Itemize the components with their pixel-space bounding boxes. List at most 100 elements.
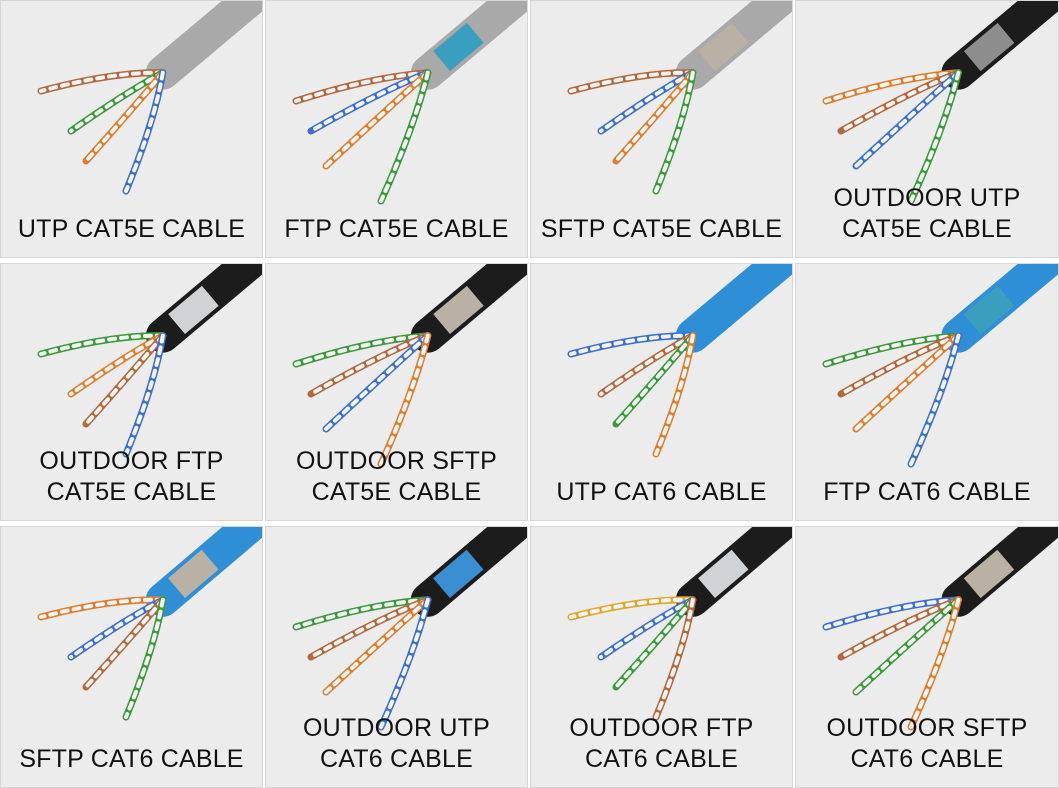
wire-pair-stripe xyxy=(324,597,430,694)
cable-photo xyxy=(292,527,527,731)
cable-label: OUTDOOR UTP CAT6 CABLE xyxy=(266,713,527,775)
cable-shield xyxy=(963,285,1015,335)
cable-tile-outdoor-sftp-cat6: OUTDOOR SFTP CAT6 CABLE xyxy=(795,526,1059,788)
wire-pair-stripe xyxy=(294,333,430,366)
cable-jacket xyxy=(675,264,792,353)
wire-pair-stripe xyxy=(654,333,695,456)
cable-shield xyxy=(698,549,749,599)
wire-pair-stripe xyxy=(309,597,430,659)
cable-photo xyxy=(37,1,262,195)
cable-label-line: UTP CAT6 CABLE xyxy=(556,478,767,506)
cable-photo xyxy=(822,527,1058,731)
cable-jacket xyxy=(145,1,262,90)
cable-tile-outdoor-utp-cat6: OUTDOOR UTP CAT6 CABLE xyxy=(265,526,528,788)
wire-pair-stripe xyxy=(69,597,165,659)
cable-shield xyxy=(698,22,749,72)
cable-photo xyxy=(37,264,262,458)
cable-label-line: OUTDOOR SFTP xyxy=(295,447,497,475)
cable-label-line: CAT6 CABLE xyxy=(585,745,738,773)
cable-label: OUTDOOR FTP CAT6 CABLE xyxy=(531,713,792,775)
wire-pair-stripe xyxy=(909,597,961,729)
cable-shield xyxy=(433,22,484,72)
cable-photo xyxy=(567,1,792,195)
cable-label: SFTP CAT5E CABLE xyxy=(531,214,792,245)
cable-tile-ftp-cat5e: FTP CAT5E CABLE xyxy=(265,0,528,258)
wire-pair-stripe xyxy=(379,333,430,466)
cable-label-line: CAT6 CABLE xyxy=(850,745,1004,773)
cable-label-line: OUTDOOR UTP xyxy=(303,714,490,742)
cable-label-line: CAT6 CABLE xyxy=(320,745,473,773)
wire-pair-stripe xyxy=(69,70,165,133)
cable-shield xyxy=(963,549,1015,599)
wire-pair-stripe xyxy=(614,70,695,163)
wire-pair-stripe xyxy=(569,333,695,356)
cable-tile-outdoor-ftp-cat5e: OUTDOOR FTP CAT5E CABLE xyxy=(0,263,263,521)
cable-tile-outdoor-sftp-cat5e: OUTDOOR SFTP CAT5E CABLE xyxy=(265,263,528,521)
cable-tile-outdoor-utp-cat5e: OUTDOOR UTP CAT5E CABLE xyxy=(795,0,1059,258)
cable-label-line: SFTP CAT5E CABLE xyxy=(540,215,783,243)
wire-pair-stripe xyxy=(839,70,961,133)
cable-label: OUTDOOR SFTP CAT6 CABLE xyxy=(796,713,1058,775)
wire-pair-stripe xyxy=(124,333,165,456)
cable-photo xyxy=(822,264,1058,468)
wire-pair-stripe xyxy=(824,70,961,103)
wire-pair-stripe xyxy=(294,70,430,103)
cable-label-line: FTP CAT5E CABLE xyxy=(284,215,509,243)
wire-pair-stripe xyxy=(654,70,695,193)
cable-photo xyxy=(822,1,1058,205)
wire-pair-stripe xyxy=(309,70,430,133)
cable-photo xyxy=(292,1,527,205)
wire-pair-stripe xyxy=(839,333,961,396)
wire-pair-stripe xyxy=(39,597,165,619)
cable-tile-utp-cat6: UTP CAT6 CABLE xyxy=(530,263,793,521)
wire-pair-stripe xyxy=(124,597,165,719)
cable-label: OUTDOOR UTP CAT5E CABLE xyxy=(796,183,1058,245)
wire-pair-stripe xyxy=(379,597,430,729)
wire-pair-stripe xyxy=(324,70,430,168)
wire-pair-stripe xyxy=(824,333,961,366)
cable-tile-ftp-cat6: FTP CAT6 CABLE xyxy=(795,263,1059,521)
wire-pair-stripe xyxy=(309,333,430,396)
wire-pair-stripe xyxy=(654,597,695,719)
cable-label: OUTDOOR SFTP CAT5E CABLE xyxy=(266,446,527,508)
wire-pair-stripe xyxy=(824,597,961,629)
wire-pair-stripe xyxy=(614,597,695,689)
cable-label-line: OUTDOOR UTP xyxy=(833,184,1021,212)
wire-pair-stripe xyxy=(599,333,695,396)
wire-pair-stripe xyxy=(124,70,165,193)
cable-label-line: OUTDOOR FTP xyxy=(39,447,224,475)
cable-label-line: CAT5E CABLE xyxy=(842,215,1012,243)
wire-pair-stripe xyxy=(854,333,961,431)
wire-pair-stripe xyxy=(294,597,430,629)
wire-pair-stripe xyxy=(84,597,165,689)
cable-label: UTP CAT6 CABLE xyxy=(531,477,792,508)
cable-photo xyxy=(567,264,792,458)
wire-pair-stripe xyxy=(599,597,695,659)
cable-shield xyxy=(433,549,484,599)
wire-pair-stripe xyxy=(569,70,695,93)
cable-photo xyxy=(37,527,262,721)
cable-label-line: UTP CAT5E CABLE xyxy=(17,215,246,243)
wire-pair-stripe xyxy=(614,333,695,426)
cable-label: SFTP CAT6 CABLE xyxy=(1,744,262,775)
cable-photo xyxy=(567,527,792,721)
cable-shield xyxy=(433,285,484,335)
cable-tile-utp-cat5e: UTP CAT5E CABLE xyxy=(0,0,263,258)
cable-shield xyxy=(963,22,1015,72)
cable-tile-sftp-cat6: SFTP CAT6 CABLE xyxy=(0,526,263,788)
wire-pair-stripe xyxy=(39,333,165,356)
wire-pair-stripe xyxy=(39,70,165,93)
cable-label-line: FTP CAT6 CABLE xyxy=(823,478,1031,506)
wire-pair-stripe xyxy=(909,70,961,203)
wire-pair-stripe xyxy=(909,333,961,466)
cable-label-line: CAT5E CABLE xyxy=(311,478,482,506)
wire-pair-stripe xyxy=(569,597,695,619)
cable-shield xyxy=(168,549,219,599)
wire-pair-stripe xyxy=(324,333,430,431)
wire-pair-stripe xyxy=(69,333,165,396)
cable-tile-sftp-cat5e: SFTP CAT5E CABLE xyxy=(530,0,793,258)
cable-photo xyxy=(292,264,527,468)
wire-pair-stripe xyxy=(839,597,961,659)
wire-pair-stripe xyxy=(84,70,165,163)
cable-shield xyxy=(168,285,219,335)
